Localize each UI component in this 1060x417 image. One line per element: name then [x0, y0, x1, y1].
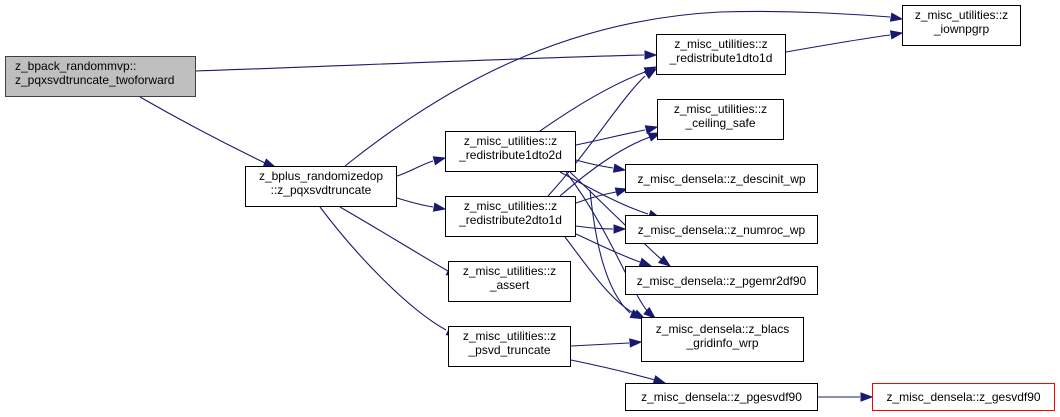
node-assert-line-2: _assert [489, 278, 530, 292]
node-redistribute1dto1d-line-1: z_misc_utilities::z [674, 37, 768, 51]
node-redistribute2dto1d[interactable]: z_misc_utilities::z _redistribute2dto1d [445, 196, 576, 237]
edge-redistribute1dto1d-to-iownpgrp [785, 30, 904, 53]
edge-line [396, 160, 434, 177]
node-redistribute2dto1d-line-1: z_misc_utilities::z [463, 199, 558, 213]
edge-line [195, 54, 645, 72]
edge-bplus-to-iownpgrp [344, 10, 904, 167]
node-ceiling-safe-line-2: _ceiling_safe [685, 116, 756, 130]
arrowhead-icon [638, 257, 653, 267]
arrowhead-icon [629, 309, 644, 319]
edge-root-to-bplus [139, 96, 277, 168]
arrowhead-icon [612, 163, 627, 173]
node-ceiling-safe[interactable]: z_misc_utilities::z _ceiling_safe [657, 99, 784, 140]
node-bplus-line-2: ::z_pqxsvdtruncate [270, 183, 372, 197]
edge-line [559, 136, 651, 197]
arrowhead-icon [644, 125, 659, 135]
edge-bplus-to-psvd-truncate [319, 206, 460, 337]
node-gesvdf90-line-1: z_misc_densela::z_gesvdf90 [886, 390, 1041, 404]
edge-line [575, 191, 617, 204]
edge-redistribute2dto1d-alt-to-blacs-gridinfo [589, 189, 644, 319]
edge-line [344, 10, 891, 167]
node-iownpgrp[interactable]: z_misc_utilities::z _iownpgrp [902, 5, 1021, 46]
edge-line [569, 171, 663, 261]
node-assert-line-1: z_misc_utilities::z [462, 264, 557, 278]
node-redistribute1dto2d-line-2: _redistribute1dto2d [459, 148, 562, 162]
node-blacs-gridinfo-line-2: _gridinfo_wrp [686, 336, 759, 350]
node-pgesvdf90[interactable]: z_misc_densela::z_pgesvdf90 [625, 383, 818, 411]
node-bplus[interactable]: z_bplus_randomizedop ::z_pqxsvdtruncate [245, 166, 397, 207]
edge-line [539, 71, 646, 132]
edge-redistribute2dto1d-to-redistribute1dto1d [547, 68, 658, 197]
edge-line [547, 75, 646, 197]
edge-redistribute1dto2d-to-ceiling-safe [575, 125, 659, 146]
edge-line [575, 129, 646, 146]
edge-psvd-truncate-to-pgesvdf90 [570, 359, 667, 385]
edge-pgesvdf90-to-gesvdf90 [818, 392, 874, 402]
edge-redistribute2dto1d-to-descinit-wp [575, 187, 629, 204]
edge-bplus-to-redistribute1dto2d [396, 156, 447, 177]
edge-line [570, 359, 656, 381]
node-numroc-wp-line-1: z_misc_densela::z_numroc_wp [637, 223, 806, 237]
arrowhead-icon [643, 68, 658, 80]
node-numroc-wp[interactable]: z_misc_densela::z_numroc_wp [625, 215, 818, 244]
node-descinit-wp-line-1: z_misc_densela::z_descinit_wp [637, 172, 806, 186]
node-psvd-truncate-line-2: _psvd_truncate [468, 343, 551, 357]
edge-psvd-truncate-to-blacs-gridinfo [570, 338, 643, 348]
edge-line [564, 236, 636, 315]
node-ceiling-safe-line-1: z_misc_utilities::z [673, 102, 768, 116]
arrowhead-icon [613, 224, 627, 234]
edge-line [319, 206, 447, 331]
node-root-line-1: z_bpack_randommvp:: [15, 59, 137, 73]
node-pgesvdf90-line-1: z_misc_densela::z_pgesvdf90 [641, 390, 802, 404]
edge-line [575, 233, 641, 263]
arrowhead-icon [432, 202, 447, 212]
node-redistribute1dto2d-line-1: z_misc_utilities::z [463, 134, 558, 148]
edge-line [785, 34, 891, 53]
edge-line [575, 159, 614, 169]
node-blacs-gridinfo-line-1: z_misc_densela::z_blacs [655, 322, 790, 336]
arrowhead-icon [614, 187, 629, 197]
edge-root-to-redistribute1dto1d [195, 50, 658, 72]
edge-line [570, 342, 630, 347]
arrowhead-icon [889, 30, 904, 40]
node-redistribute1dto1d-line-2: _redistribute1dto1d [669, 51, 773, 65]
node-assert[interactable]: z_misc_utilities::z _assert [448, 261, 571, 302]
node-root[interactable]: z_bpack_randommvp:: z_pqxsvdtruncate_two… [5, 56, 196, 97]
arrowhead-icon [629, 338, 643, 348]
edge-line [396, 197, 434, 208]
node-redistribute1dto2d[interactable]: z_misc_utilities::z _redistribute1dto2d [445, 131, 576, 172]
edge-bplus-to-assert [339, 206, 460, 277]
node-redistribute2dto1d-line-2: _redistribute2dto1d [459, 213, 562, 227]
node-redistribute1dto1d[interactable]: z_misc_utilities::z _redistribute1dto1d [656, 34, 786, 75]
node-root-line-2: z_pqxsvdtruncate_twoforward [15, 73, 175, 87]
node-pgemr2df90[interactable]: z_misc_densela::z_pgemr2df90 [625, 266, 818, 295]
node-blacs-gridinfo[interactable]: z_misc_densela::z_blacs _gridinfo_wrp [641, 317, 804, 362]
arrowhead-icon [644, 50, 658, 60]
arrowhead-icon [889, 12, 904, 22]
arrowhead-icon [432, 156, 447, 166]
node-pgemr2df90-line-1: z_misc_densela::z_pgemr2df90 [636, 274, 807, 288]
edge-line [565, 171, 649, 313]
edge-redistribute1dto2d-to-redistribute1dto1d [539, 66, 658, 132]
edge-redistribute1dto2d-to-pgemr2df90 [569, 171, 672, 267]
node-psvd-truncate-line-1: z_misc_utilities::z [462, 329, 557, 343]
arrowhead-icon [657, 255, 672, 267]
edge-line [339, 206, 449, 272]
edge-redistribute2dto1d-to-numroc-wp [575, 224, 627, 234]
edge-redistribute1dto2d-to-descinit-wp [575, 159, 627, 173]
edge-redistribute1dto2d-to-blacs-gridinfo [565, 171, 657, 319]
node-psvd-truncate[interactable]: z_misc_utilities::z _psvd_truncate [448, 326, 571, 367]
node-iownpgrp-line-2: _iownpgrp [933, 22, 990, 36]
arrowhead-icon [643, 306, 657, 319]
node-descinit-wp[interactable]: z_misc_densela::z_descinit_wp [625, 164, 818, 193]
edge-line [589, 189, 631, 314]
edge-bplus-to-redistribute2dto1d [396, 197, 447, 212]
node-iownpgrp-line-1: z_misc_utilities::z [914, 8, 1009, 22]
edge-line [139, 96, 266, 164]
node-gesvdf90[interactable]: z_misc_densela::z_gesvdf90 [872, 383, 1055, 411]
node-bplus-line-1: z_bplus_randomizedop [258, 169, 384, 183]
arrowhead-icon [860, 392, 874, 402]
